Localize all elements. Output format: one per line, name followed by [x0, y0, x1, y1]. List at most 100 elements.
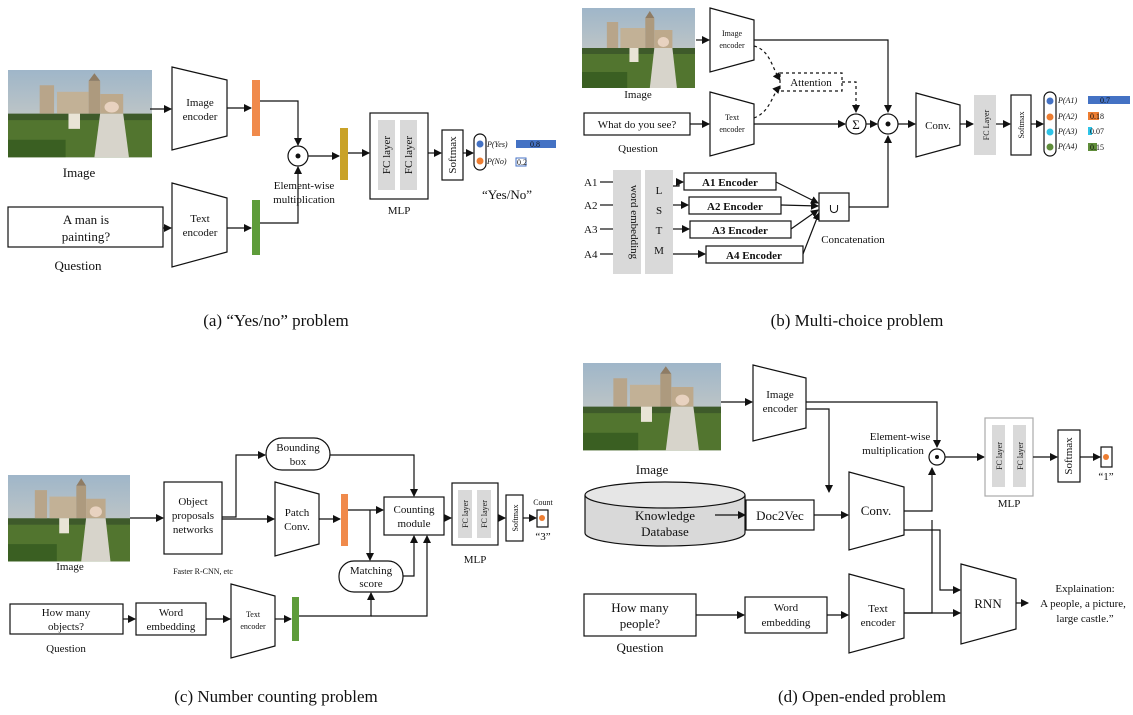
a-text-feature — [252, 200, 260, 255]
b-text-encoder — [709, 91, 755, 157]
b-image-encoder — [709, 7, 755, 73]
a-elementwise-l1: Element-wise — [274, 180, 335, 192]
b-lstm — [645, 170, 673, 274]
panel-c: Image Object proposals networks Faster R… — [8, 437, 554, 706]
c-count-label: Count — [533, 498, 553, 507]
a-fc1 — [378, 120, 395, 190]
a-value-yes: 0.8 — [530, 140, 540, 149]
c-counting-l2: module — [398, 518, 431, 530]
d-output: “1” — [1098, 471, 1113, 483]
a-image-encoder-l1: Image — [186, 97, 214, 109]
c-bbox-l2: box — [290, 456, 307, 468]
b-a2-encoder-label: A2 Encoder — [707, 201, 763, 213]
d-question-l1: How many — [611, 600, 669, 615]
b-bar-a2 — [1088, 112, 1099, 120]
photo-b — [582, 8, 695, 88]
b-sum-symbol: Σ — [852, 117, 860, 132]
b-answer-a3: A3 — [584, 224, 598, 236]
a-question-label: Question — [55, 258, 102, 273]
b-caption: (b) Multi-choice problem — [771, 311, 944, 330]
d-text-encoder-l2: encoder — [861, 617, 896, 629]
b-question: What do you see? — [598, 119, 677, 131]
c-softmax-label: Softmax — [511, 504, 520, 531]
c-fc1 — [458, 490, 472, 538]
b-answer-a1: A1 — [584, 177, 597, 189]
b-concat-label: Concatenation — [821, 234, 885, 246]
a-caption: (a) “Yes/no” problem — [203, 311, 349, 330]
d-rnn-label: RNN — [974, 596, 1002, 611]
d-image-encoder-l1: Image — [766, 389, 794, 401]
b-lstm-t: T — [656, 225, 663, 237]
c-mlp-label: MLP — [464, 554, 487, 566]
b-value-a2: 0.18 — [1090, 112, 1104, 121]
d-image-encoder — [752, 364, 807, 442]
c-text-encoder-l2: encoder — [240, 622, 266, 631]
c-fc1-label: FC layer — [461, 500, 470, 528]
panel-b: Image Image encoder Attention What do yo… — [582, 7, 1130, 330]
b-answer-a4: A4 — [584, 249, 598, 261]
b-text-encoder-l2: encoder — [719, 125, 745, 134]
a-p-no: P(No) — [486, 157, 507, 166]
panel-a: Image Image encoder A man is painting? Q… — [7, 66, 556, 330]
c-fc2-label: FC layer — [480, 500, 489, 528]
b-word-embedding — [613, 170, 641, 274]
b-lstm-l: L — [656, 185, 663, 197]
panel-d: Image Image encoder Element-wise multipl… — [583, 363, 1126, 706]
d-caption: (d) Open-ended problem — [778, 687, 946, 706]
b-a4-encoder-label: A4 Encoder — [726, 250, 782, 262]
c-matching-l2: score — [359, 578, 382, 590]
a-mlp-label: MLP — [388, 205, 411, 217]
a-question-l1: A man is — [63, 212, 109, 227]
b-image-encoder-l1: Image — [722, 29, 742, 38]
a-fused-feature — [340, 128, 348, 180]
a-fc2-label: FC layer — [403, 136, 415, 175]
d-knowledge-l2: Database — [641, 524, 689, 539]
d-question-label: Question — [617, 640, 664, 655]
b-image-label: Image — [624, 89, 652, 101]
d-explanation-l1: Explaination: — [1055, 583, 1114, 595]
d-fc2 — [1013, 425, 1026, 487]
d-knowledge-l1: Knowledge — [635, 508, 695, 523]
d-softmax — [1057, 429, 1081, 483]
b-output-vector — [1043, 91, 1057, 157]
a-text-encoder — [171, 182, 228, 268]
d-elementwise-l1: Element-wise — [870, 431, 931, 443]
b-a3-encoder-label: A3 Encoder — [712, 225, 768, 237]
d-elementwise-l2: multiplication — [862, 445, 924, 457]
a-text-encoder-l1: Text — [190, 213, 209, 225]
c-proposals-l1: Object — [178, 496, 207, 508]
c-word-embedding-l2: embedding — [147, 621, 196, 633]
c-matching-l1: Matching — [350, 565, 393, 577]
a-image-encoder — [171, 66, 228, 151]
c-output: “3” — [535, 531, 550, 543]
c-patch-l1: Patch — [285, 507, 310, 519]
b-fc-label: FC Layer — [982, 109, 991, 140]
b-concat-symbol: ∪ — [829, 201, 840, 216]
a-elementwise-l2: multiplication — [273, 194, 335, 206]
b-lstm-s: S — [656, 205, 662, 217]
b-conv — [915, 92, 961, 158]
d-conv — [848, 471, 905, 551]
c-patch-feature — [341, 494, 348, 546]
a-output-vector — [473, 133, 487, 171]
b-image-encoder-l2: encoder — [719, 41, 745, 50]
c-question-l1: How many — [42, 607, 91, 619]
photo-d — [583, 363, 721, 451]
c-caption: (c) Number counting problem — [174, 687, 377, 706]
a-text-encoder-l2: encoder — [183, 227, 218, 239]
c-fc2 — [477, 490, 491, 538]
d-explanation-l3: large castle.” — [1056, 613, 1113, 625]
d-doc2vec-label: Doc2Vec — [756, 508, 804, 523]
b-text-encoder-l1: Text — [725, 113, 740, 122]
d-doc2vec — [745, 499, 815, 531]
b-lstm-m: M — [654, 245, 664, 257]
b-value-a4: 0.15 — [1090, 143, 1104, 152]
a-question-box — [7, 206, 164, 248]
a-output-label: “Yes/No” — [482, 187, 532, 202]
a-question-l2: painting? — [62, 229, 111, 244]
a-softmax-label: Softmax — [447, 136, 459, 174]
a-softmax — [441, 129, 464, 181]
photo-a — [8, 70, 152, 158]
